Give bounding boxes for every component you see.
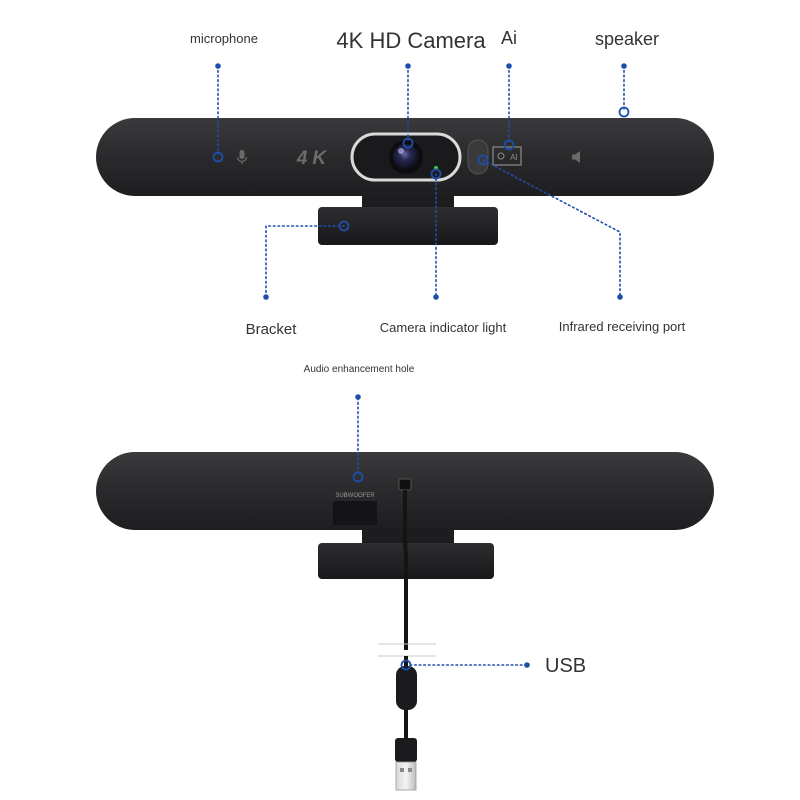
label-indicator: Camera indicator light <box>380 320 507 335</box>
usb-plug-metal <box>395 761 417 791</box>
ai-badge-text: AI <box>510 153 518 162</box>
callout-rings <box>212 106 630 671</box>
label-microphone: microphone <box>190 31 258 46</box>
camera-lens <box>350 132 462 182</box>
label-bracket: Bracket <box>246 321 298 338</box>
ai-face-icon: AI <box>492 146 522 166</box>
ferrite-bead <box>396 666 417 710</box>
callout-lines <box>217 65 625 666</box>
speaker-icon <box>572 151 580 163</box>
label-ai: Ai <box>501 28 517 48</box>
bracket <box>318 207 498 245</box>
usb-cable <box>378 490 436 791</box>
label-infrared: Infrared receiving port <box>559 319 686 334</box>
cable-socket <box>398 478 412 491</box>
callout-markers <box>215 63 627 668</box>
label-usb: USB <box>545 655 586 677</box>
usb-plug-housing <box>395 738 417 762</box>
label-speaker: speaker <box>595 29 659 49</box>
front-view: 4K AI <box>96 118 714 245</box>
back-view: SUBWOOFER <box>96 452 714 791</box>
microphone-icon <box>236 150 248 164</box>
logo-4k: 4K <box>296 148 331 169</box>
subwoofer-label: SUBWOOFER <box>335 493 375 499</box>
label-camera: 4K HD Camera <box>336 28 486 53</box>
subwoofer-port <box>333 501 377 525</box>
infrared-window <box>467 139 489 175</box>
label-audio-hole: Audio enhancement hole <box>304 364 415 375</box>
